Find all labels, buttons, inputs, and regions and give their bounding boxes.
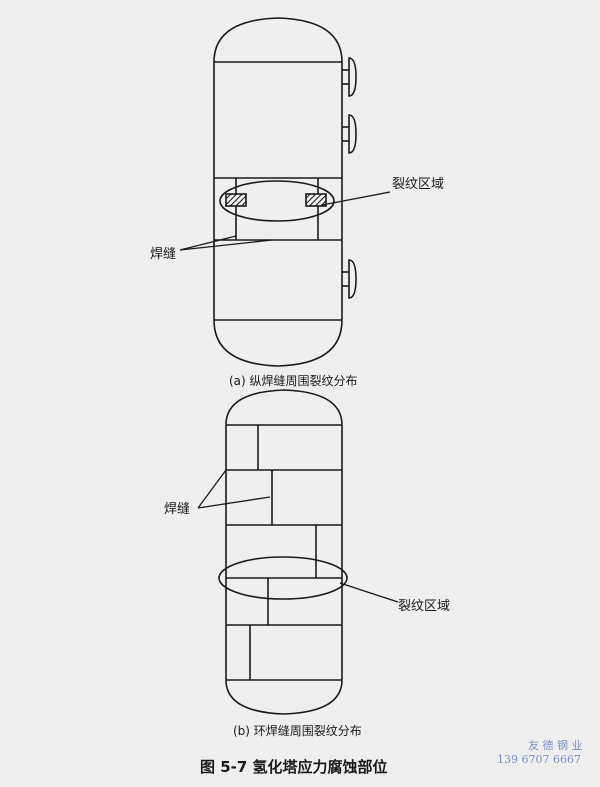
diagram-a (179, 17, 391, 367)
leader-weld-b-2 (197, 496, 271, 509)
diagram-b (197, 389, 399, 715)
vessel-b-outline (225, 389, 343, 715)
vessel-a-outline (213, 17, 343, 367)
crack-label-a: 裂纹区域 (392, 177, 444, 192)
weld-label-a: 焊缝 (150, 246, 176, 262)
crack-label-b: 裂纹区域 (398, 599, 450, 614)
leader-weld-a-1 (179, 235, 237, 251)
watermark-line-1: 友 德 钢 业 (528, 738, 583, 752)
weld-label-b: 焊缝 (164, 501, 190, 517)
nozzle-a-2 (342, 114, 357, 154)
crack-hatch-left (225, 193, 247, 207)
caption-a: (a) 纵焊缝周围裂纹分布 (229, 373, 358, 388)
crack-hatch-right (305, 193, 327, 207)
leader-crack-a (321, 191, 391, 206)
caption-b: (b) 环焊缝周围裂纹分布 (233, 723, 362, 738)
nozzle-a-3 (342, 259, 357, 299)
leader-weld-b-1 (197, 469, 227, 509)
leader-weld-a-2 (179, 239, 273, 251)
crack-region-ellipse-a (219, 180, 335, 222)
figure-caption: 图 5-7 氢化塔应力腐蚀部位 (200, 758, 388, 776)
nozzle-a-1 (342, 57, 357, 97)
leader-crack-b (339, 582, 399, 603)
watermark-line-2: 139 6707 6667 (497, 753, 581, 766)
crack-region-ellipse-b (218, 556, 348, 600)
